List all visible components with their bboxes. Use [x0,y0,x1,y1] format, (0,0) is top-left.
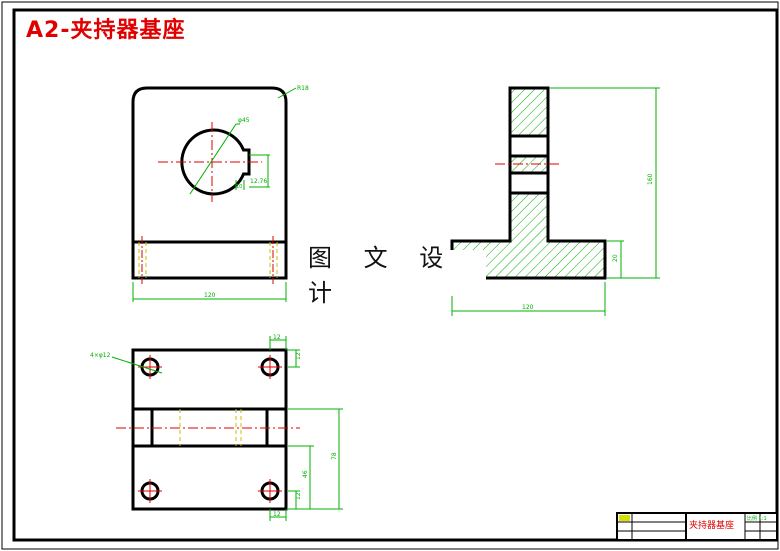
top-pitch-dimension: 12 [273,334,281,341]
side-width-dimension: 120 [522,304,534,311]
top-view: 4×φ12 12 12 78 46 12 12 [90,334,343,521]
title-block-scale: 比例 1:1 [747,515,767,522]
side-view-bore-lower [508,171,550,195]
front-view: φ45 R18 12.76 10 120 [131,85,309,302]
title-block: 夹持器基座 比例 1:1 [616,512,778,541]
svg-text:12: 12 [295,352,302,360]
side-view-bore [508,134,550,158]
front-width-dimension: 120 [204,292,216,299]
drawing-title: A2-夹持器基座 [26,18,186,43]
top-edge-dimension: 12 [273,511,281,518]
side-view: 160 20 120 [450,86,660,316]
top-overall-dimension: 78 [331,452,338,460]
key-depth-dimension: 12.76 [250,178,267,185]
front-view-outline [131,86,288,280]
svg-text:12: 12 [295,492,302,500]
key-width-dimension: 10 [236,184,242,190]
side-flange-dimension: 20 [612,254,619,262]
top-view-outline [131,348,288,511]
bore-hole [180,128,251,196]
watermark: 图 文 设 计 [308,244,486,307]
inner-border [12,8,779,542]
title-block-part-name: 夹持器基座 [689,519,734,531]
hole-callout: 4×φ12 [90,352,111,359]
hole-dimension: φ45 [238,117,250,124]
top-depth-dimension: 46 [302,470,309,478]
side-height-dimension: 160 [647,173,654,185]
watermark-text: 图 文 设 计 [308,244,456,307]
radius-dimension: R18 [297,85,309,92]
